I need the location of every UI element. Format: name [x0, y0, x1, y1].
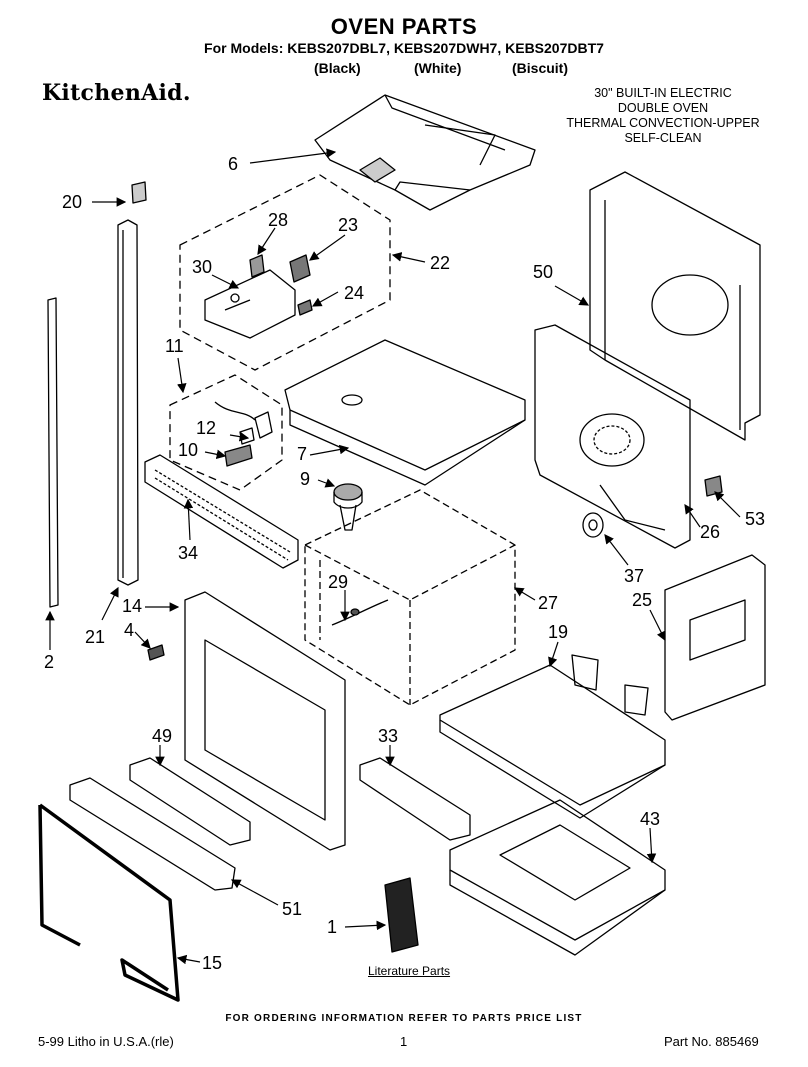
callout-49: 49	[152, 726, 173, 746]
callout-30: 30	[192, 257, 213, 277]
callout-53: 53	[745, 509, 766, 529]
page-number: 1	[400, 1034, 408, 1049]
part-literature	[384, 877, 419, 953]
callout-11: 11	[165, 336, 184, 356]
variant-black: (Black)	[314, 60, 361, 76]
part-clip	[704, 475, 723, 497]
part-top-cover	[314, 94, 536, 211]
callout-26: 26	[700, 522, 721, 542]
description-line: THERMAL CONVECTION-UPPER	[566, 116, 760, 130]
callout-34: 34	[178, 543, 199, 563]
part-bottom-panel	[439, 654, 666, 819]
callout-22: 22	[430, 253, 451, 273]
callout-10: 10	[178, 440, 199, 460]
part-trim-49	[129, 757, 251, 846]
part-convection-motor	[333, 483, 363, 531]
callout-37: 37	[624, 566, 645, 586]
part-element	[331, 599, 389, 626]
part-group-sensor	[169, 374, 283, 491]
litho-info: 5-99 Litho in U.S.A.(rle)	[38, 1034, 174, 1049]
literature-parts-label: Literature Parts	[368, 964, 451, 978]
callout-27: 27	[538, 593, 559, 613]
part-left-trim	[47, 181, 147, 608]
callout-14: 14	[122, 596, 143, 616]
callout-28: 28	[268, 210, 289, 230]
part-oven-cavity	[304, 489, 516, 706]
part-rear-panel	[589, 171, 761, 441]
brand-logo: KitchenAid.	[42, 80, 191, 106]
variant-biscuit: (Biscuit)	[512, 60, 568, 76]
callout-1: 1	[327, 917, 338, 937]
part-front-frame	[147, 591, 346, 851]
callout-51: 51	[282, 899, 303, 919]
callout-24: 24	[344, 283, 365, 303]
part-trim-33	[359, 757, 471, 841]
description-line: SELF-CLEAN	[624, 131, 702, 145]
callout-12: 12	[196, 418, 217, 438]
callout-33: 33	[378, 726, 399, 746]
part-fan-gasket	[582, 512, 604, 538]
ordering-note: FOR ORDERING INFORMATION REFER TO PARTS …	[225, 1013, 583, 1024]
callout-19: 19	[548, 622, 569, 642]
callout-50: 50	[533, 262, 554, 282]
callout-25: 25	[632, 590, 653, 610]
description-line: 30" BUILT-IN ELECTRIC	[594, 86, 732, 100]
callout-4: 4	[124, 620, 135, 640]
model-list: For Models: KEBS207DBL7, KEBS207DWH7, KE…	[204, 40, 604, 56]
callout-23: 23	[338, 215, 359, 235]
callout-2: 2	[44, 652, 55, 672]
callout-9: 9	[300, 469, 311, 489]
callout-29: 29	[328, 572, 349, 592]
appliance-description: 30" BUILT-IN ELECTRIC DOUBLE OVEN THERMA…	[548, 86, 778, 146]
leader-lines	[45, 148, 741, 965]
part-door-gasket	[38, 803, 180, 1002]
variant-white: (White)	[414, 60, 462, 76]
callout-15: 15	[202, 953, 223, 973]
callout-20: 20	[62, 192, 83, 212]
description-line: DOUBLE OVEN	[617, 101, 709, 115]
part-oven-top	[284, 339, 526, 486]
callout-43: 43	[640, 809, 661, 829]
part-bottom-tray	[449, 799, 666, 956]
callout-21: 21	[85, 627, 106, 647]
callout-7: 7	[297, 444, 308, 464]
part-fan-housing	[534, 324, 691, 549]
part-vent-grille	[144, 454, 299, 569]
part-group-controls	[179, 174, 391, 371]
page-title: OVEN PARTS	[330, 14, 478, 39]
part-side-panel	[664, 554, 766, 721]
part-number: Part No. 885469	[664, 1034, 759, 1049]
callout-6: 6	[228, 154, 239, 174]
